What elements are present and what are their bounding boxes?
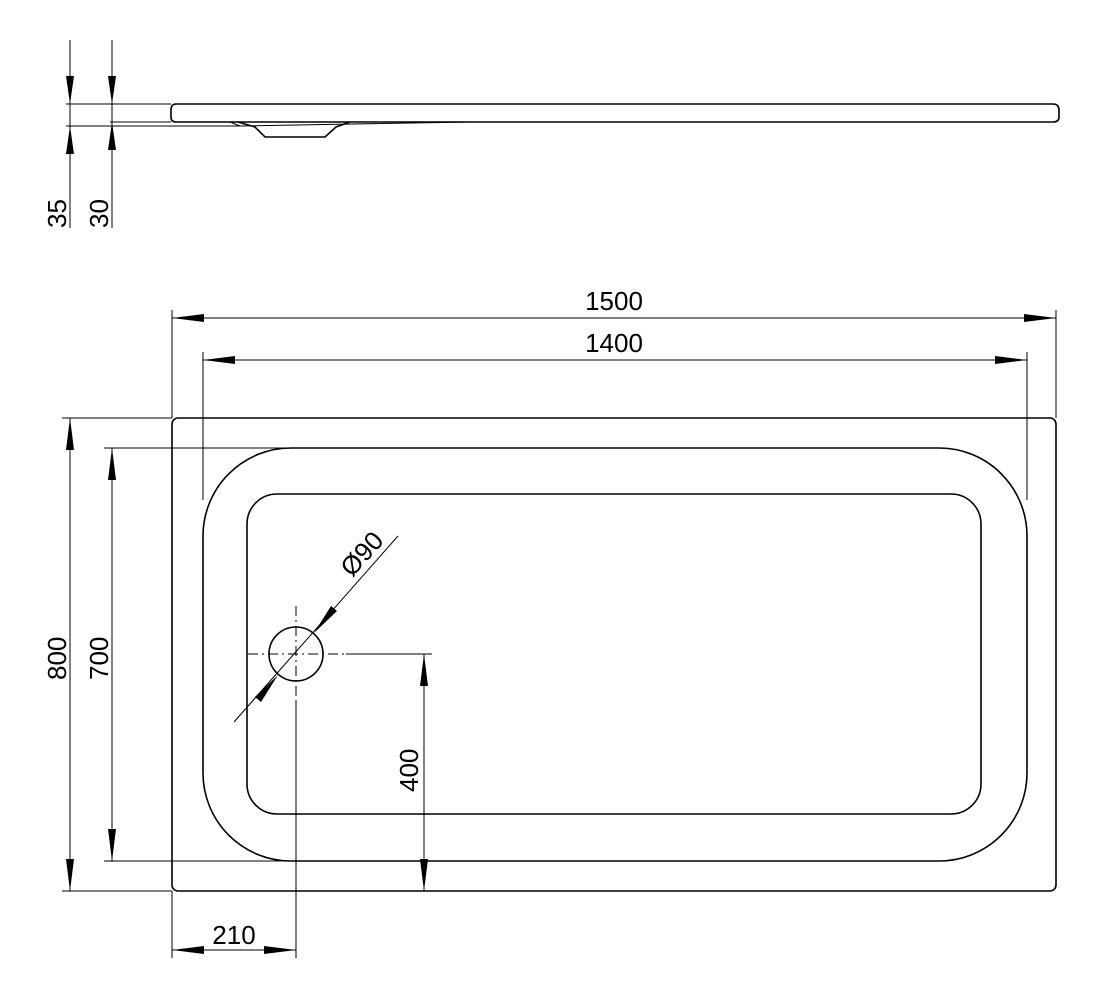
dim-label-400: 400 (394, 749, 424, 792)
side-view-tray-outline (170, 103, 1060, 123)
dim-label-30: 30 (84, 199, 114, 228)
outer-rim-outline (171, 417, 1057, 892)
dim-label-700: 700 (84, 637, 114, 680)
dim-label-800: 800 (42, 637, 72, 680)
arrow-400-top (420, 654, 428, 686)
arrow-210-left (172, 946, 204, 954)
arrow-diameter-top (314, 606, 337, 633)
side-view: 35 30 (42, 40, 1060, 228)
arrow-1500-right (1024, 314, 1056, 322)
arrow-30-top (108, 76, 116, 104)
arrow-1400-right (995, 356, 1027, 364)
basin-outline (202, 447, 1028, 862)
arrow-800-bottom (66, 859, 74, 891)
arrow-1400-left (203, 356, 235, 364)
arrow-210-right (264, 946, 296, 954)
side-view-drain-body (237, 121, 351, 138)
arrow-35-top (66, 76, 74, 104)
arrow-1500-left (172, 314, 204, 322)
dim-label-210: 210 (212, 920, 255, 950)
arrow-700-top (108, 448, 116, 480)
dim-label-35: 35 (42, 199, 72, 228)
dim-label-1400: 1400 (585, 328, 643, 358)
arrow-400-bottom (420, 859, 428, 891)
basin-floor-outline (246, 493, 982, 815)
arrow-diameter-bottom (255, 675, 278, 702)
arrow-35-bottom (66, 126, 74, 154)
arrow-700-bottom (108, 829, 116, 861)
arrow-30-bottom (108, 122, 116, 150)
top-view: 1500 1400 800 700 400 210 (42, 286, 1057, 958)
dim-label-1500: 1500 (585, 286, 643, 316)
arrow-800-top (66, 418, 74, 450)
dim-label-diameter: Ø90 (334, 525, 389, 582)
